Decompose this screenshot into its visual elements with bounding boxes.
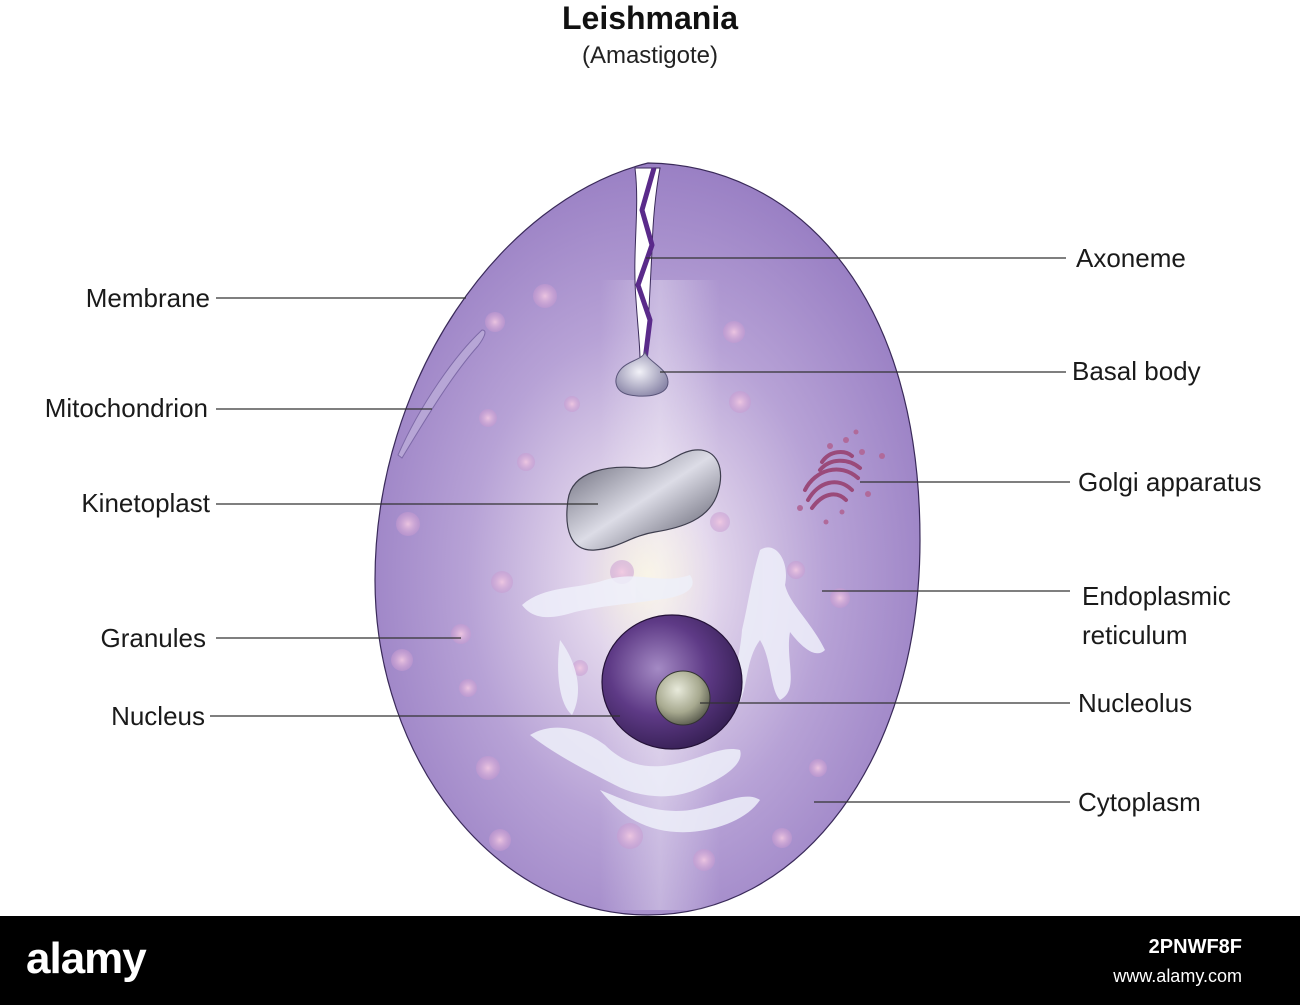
label-kinetoplast: Kinetoplast (81, 488, 210, 518)
label-mitochondrion: Mitochondrion (44, 393, 208, 423)
diagram-subtitle: (Amastigote) (581, 42, 719, 69)
label-endoplasmic-line1: Endoplasmic (1082, 581, 1231, 611)
leader-lines (210, 257, 1070, 803)
label-axoneme: Axoneme (1076, 243, 1186, 273)
cell-diagram (210, 162, 1070, 916)
endoplasmic-reticulum-shape (522, 547, 825, 833)
axoneme-shape (635, 167, 657, 361)
label-membrane: Membrane (85, 283, 210, 313)
nucleolus-shape (655, 670, 711, 726)
kinetoplast-shape (566, 449, 722, 551)
label-nucleolus: Nucleolus (1078, 688, 1193, 718)
label-endoplasmic-line2: reticulum (1082, 620, 1188, 650)
label-golgi-apparatus: Golgi apparatus (1078, 467, 1262, 497)
label-nucleus: Nucleus (111, 701, 205, 731)
golgi-vesicles (797, 429, 885, 525)
label-granules: Granules (100, 623, 207, 653)
granules-group (391, 284, 850, 871)
watermark-logo: alamy (26, 934, 147, 983)
watermark-footer: alamy 2PNWF8F www.alamy.com (0, 916, 1300, 1005)
golgi-shape (803, 450, 862, 510)
watermark-url: www.alamy.com (1113, 966, 1242, 986)
diagram-title: Leishmania (561, 0, 739, 36)
label-basal-body: Basal body (1072, 356, 1201, 386)
mitochondrion-shape (397, 329, 486, 459)
label-cytoplasm: Cytoplasm (1078, 787, 1201, 817)
watermark-image-id: 2PNWF8F (1148, 936, 1242, 958)
